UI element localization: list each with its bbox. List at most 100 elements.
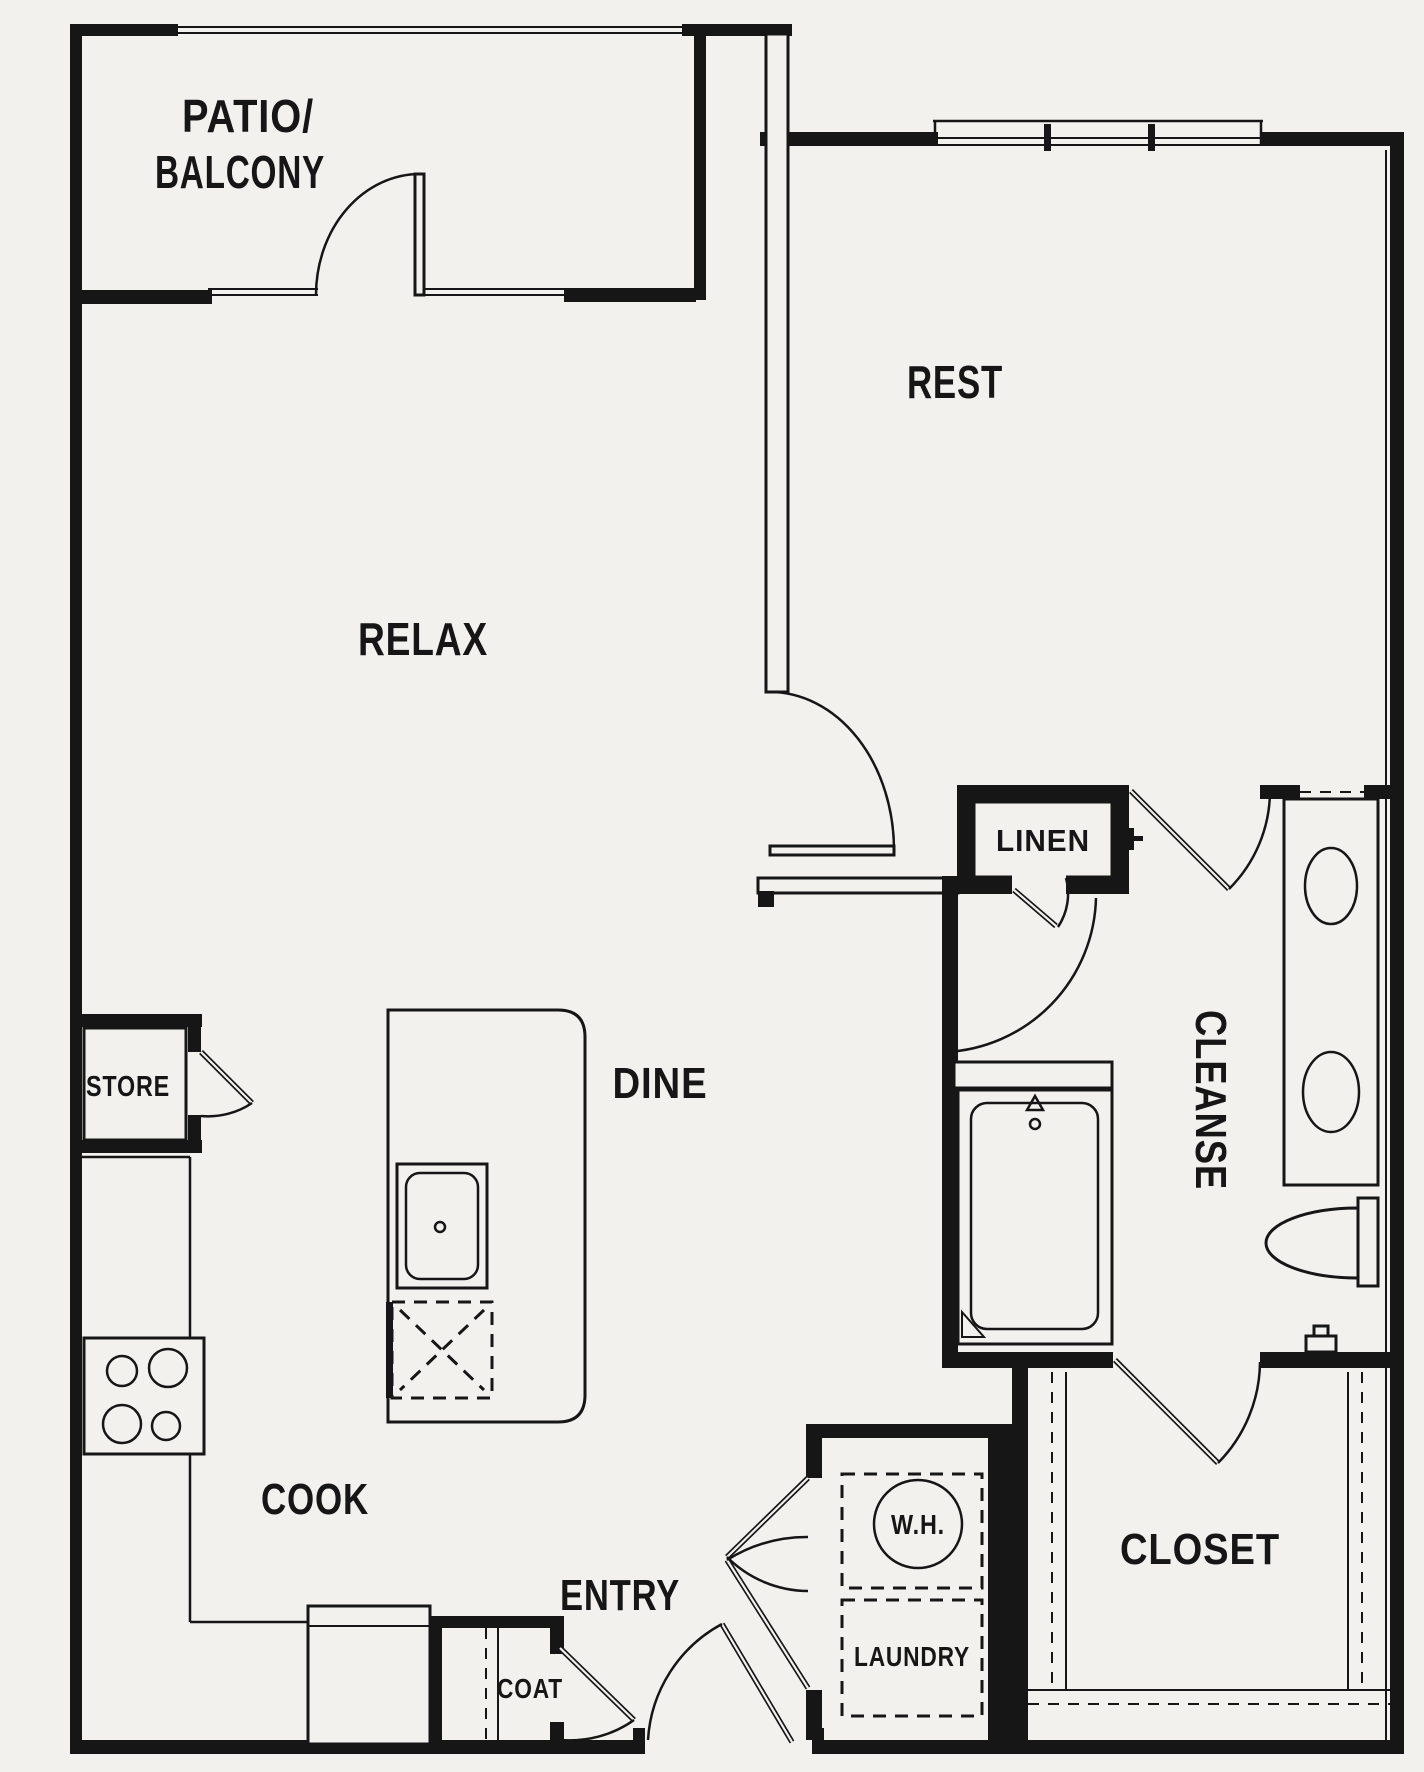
label-coat: COAT: [497, 1673, 563, 1704]
toilet: [1264, 1196, 1380, 1288]
bathroom-door-leaf: [1130, 790, 1230, 890]
water-heater-circle: [872, 1478, 964, 1570]
wall-closet-left: [1012, 1352, 1028, 1742]
bathtub-basin: [969, 1101, 1100, 1331]
bedroom-window: [933, 119, 1263, 151]
door-handle-tick: [1129, 836, 1143, 841]
label-cook: COOK: [261, 1475, 369, 1524]
label-patio-line2: BALCONY: [155, 146, 325, 198]
label-laundry: LAUNDRY: [854, 1641, 970, 1672]
patio-door-swing-arc: [314, 172, 421, 296]
burner-icon: [105, 1354, 139, 1388]
entry-door-swing-arc: [646, 1622, 723, 1741]
island-sink-surround: [395, 1162, 489, 1290]
laundry-door-leaf-upper: [726, 1477, 809, 1558]
water-heater-dashed-box: [840, 1472, 984, 1590]
toilet-bowl: [1264, 1206, 1360, 1280]
linen-closet: [957, 785, 1143, 929]
hall-door-swing-arc: [945, 897, 1098, 1054]
label-water-heater: W.H.: [891, 1509, 945, 1540]
window-mullion: [1148, 124, 1155, 151]
dishwasher-edge: [386, 1302, 393, 1398]
railing-gap: [178, 24, 682, 36]
bathroom-door-swing-arc: [1228, 790, 1272, 890]
bathroom-walls: [942, 785, 1404, 1368]
store-door-swing-arc: [200, 1101, 253, 1118]
wall-right: [1390, 132, 1404, 1754]
wall-patio-bottom-left: [70, 290, 212, 304]
bedroom-door-leaf: [768, 844, 896, 857]
closet-door-swing-arc: [1217, 1361, 1262, 1464]
wall-patio-bottom-right: [564, 288, 696, 302]
store-door-leaf: [200, 1051, 253, 1104]
label-store: STORE: [86, 1071, 170, 1103]
medicine-cabinet-gap: [1300, 785, 1364, 799]
label-patio-line1: PATIO/: [182, 90, 314, 142]
tub-drain-icon: [1028, 1117, 1042, 1131]
bathtub-corner-detail: [961, 1309, 987, 1338]
bathtub: [956, 1088, 1114, 1346]
bathroom-door: [1129, 789, 1272, 891]
bathtub-surround: [956, 1088, 1114, 1346]
closet-door-opening: [1113, 1352, 1260, 1368]
window-mullion: [1044, 124, 1051, 151]
linen-door-leaf: [1013, 889, 1057, 927]
label-linen: LINEN: [996, 823, 1090, 858]
label-rest: REST: [907, 356, 1003, 408]
burner-icon: [101, 1403, 143, 1445]
laundry-closet: [724, 1424, 1026, 1742]
wall-coat-left: [430, 1616, 442, 1742]
wall-relax-rest-divider: [764, 32, 790, 694]
wall-bath-left: [942, 876, 958, 1368]
dishwasher-dashed-box: [390, 1300, 494, 1400]
laundry-dashed-box: [840, 1598, 984, 1718]
sink-basin-icon: [1301, 1050, 1361, 1134]
burner-icon: [150, 1410, 182, 1442]
sink-faucet-icon: [433, 1220, 447, 1234]
plumbing-valve: [1304, 1324, 1338, 1354]
wall-patio-right: [694, 34, 706, 300]
valve-top: [1312, 1324, 1330, 1338]
walkin-closet: [1012, 1352, 1390, 1742]
room-labels: PATIO/ BALCONY REST RELAX DINE COOK ENTR…: [86, 90, 1280, 1704]
wall-laundry-left-upper: [806, 1424, 822, 1478]
wall-store-bottom: [70, 1140, 202, 1153]
store-interior: [82, 1026, 188, 1142]
tub-alcove-wall: [952, 1060, 1114, 1090]
bedroom-partition: [756, 32, 960, 907]
valve-box: [1304, 1334, 1338, 1354]
label-entry: ENTRY: [560, 1571, 680, 1620]
toilet-tank: [1356, 1196, 1380, 1288]
vanity: [1282, 797, 1380, 1187]
tub-faucet-triangle-icon: [1024, 1093, 1046, 1112]
sink-basin-icon: [1303, 846, 1359, 926]
patio-door: [314, 172, 426, 297]
wall-store-stub-upper: [188, 1014, 201, 1052]
coat-door-leaf: [559, 1647, 635, 1721]
coat-door-swing-arc: [559, 1718, 635, 1742]
entry-door-leaf: [721, 1623, 793, 1743]
kitchen: [82, 1008, 587, 1746]
laundry-door-arc-upper: [726, 1556, 809, 1593]
burner-icon: [147, 1347, 189, 1389]
label-relax: RELAX: [358, 613, 488, 665]
store-closet: [70, 1014, 254, 1153]
linen-door-opening: [1012, 874, 1066, 896]
wall-hallway: [756, 876, 960, 895]
entry-jamb-stub: [812, 1728, 824, 1742]
wall-store-stub-lower: [188, 1115, 201, 1153]
island-sink-basin: [404, 1171, 480, 1281]
bedroom-door-swing-arc: [769, 690, 896, 851]
dishwasher-x: [398, 1308, 486, 1392]
dishwasher-x: [398, 1308, 486, 1392]
wall-store-top: [70, 1014, 202, 1027]
entry-jamb-stub: [633, 1728, 645, 1742]
wall-coat-stub-lower: [550, 1722, 564, 1742]
laundry-door-leaf-lower: [726, 1559, 809, 1689]
refrigerator: [306, 1604, 432, 1746]
label-closet: CLOSET: [1120, 1525, 1280, 1574]
linen-door-swing-arc: [1056, 877, 1070, 928]
wall-laundry-top: [806, 1424, 1026, 1438]
